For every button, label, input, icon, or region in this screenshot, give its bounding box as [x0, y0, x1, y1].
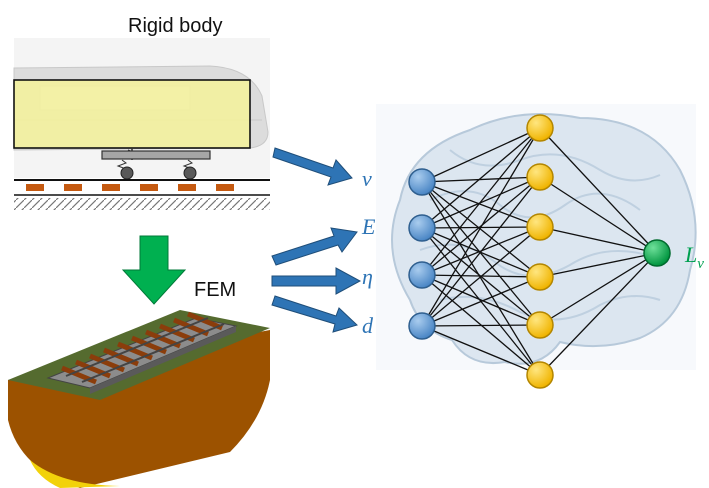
- output-label: Lv: [684, 242, 704, 272]
- edge-hidden-3-output: [539, 252, 658, 278]
- arrow-d: [271, 295, 358, 333]
- edge-input-0-hidden-5: [421, 181, 541, 376]
- hidden-node-3: [526, 263, 554, 291]
- fem-label: FEM: [194, 279, 236, 301]
- edge-input-3-hidden-0: [421, 127, 541, 327]
- fem-model: [6, 310, 271, 488]
- arrow-eta: [271, 267, 362, 295]
- edge-input-2-hidden-0: [421, 127, 541, 276]
- arrow-v: [272, 147, 353, 186]
- edge-input-0-hidden-4: [421, 181, 541, 326]
- hidden-node-2: [526, 213, 554, 241]
- rigid-body-box: [13, 79, 251, 149]
- down-arrow: [121, 235, 187, 305]
- edge-input-2-hidden-4: [421, 274, 541, 326]
- input-node-2: [408, 261, 436, 289]
- input-arrows: [271, 147, 362, 333]
- bogie: [101, 148, 211, 180]
- arrow-e: [271, 227, 358, 266]
- edge-input-0-hidden-3: [421, 181, 541, 278]
- edge-hidden-0-output: [539, 127, 658, 254]
- edge-input-3-hidden-4: [421, 324, 541, 327]
- edge-hidden-2-output: [539, 226, 658, 254]
- input-label-e: E: [361, 214, 376, 239]
- hidden-node-5: [526, 361, 554, 389]
- input-node-0: [408, 168, 436, 196]
- edge-hidden-4-output: [539, 252, 658, 326]
- input-label-eta: η: [362, 264, 373, 289]
- edge-input-0-hidden-0: [421, 127, 541, 183]
- rigid-body-title: Rigid body: [128, 15, 223, 37]
- input-node-3: [408, 312, 436, 340]
- input-node-1: [408, 214, 436, 242]
- track-section: [14, 179, 270, 210]
- edge-input-3-hidden-2: [421, 226, 541, 327]
- edge-input-3-hidden-1: [421, 176, 541, 327]
- input-label-d: d: [362, 313, 374, 338]
- edge-input-0-hidden-1: [421, 176, 541, 183]
- input-label-v: v: [362, 166, 372, 191]
- hidden-node-0: [526, 114, 554, 142]
- rigid-body-panel: [13, 38, 270, 210]
- edge-input-3-hidden-3: [421, 276, 541, 327]
- hidden-node-4: [526, 311, 554, 339]
- output-label-subscript: v: [697, 256, 704, 272]
- hidden-node-1: [526, 163, 554, 191]
- edge-input-1-hidden-0: [421, 127, 541, 229]
- output-node: [643, 239, 671, 267]
- output-label-main: L: [684, 242, 697, 267]
- network-connections: [421, 127, 658, 376]
- network-nodes: [408, 114, 671, 389]
- edge-hidden-5-output: [539, 252, 658, 376]
- edge-input-0-hidden-2: [421, 181, 541, 228]
- edge-input-3-hidden-5: [421, 325, 541, 376]
- edge-hidden-1-output: [539, 176, 658, 254]
